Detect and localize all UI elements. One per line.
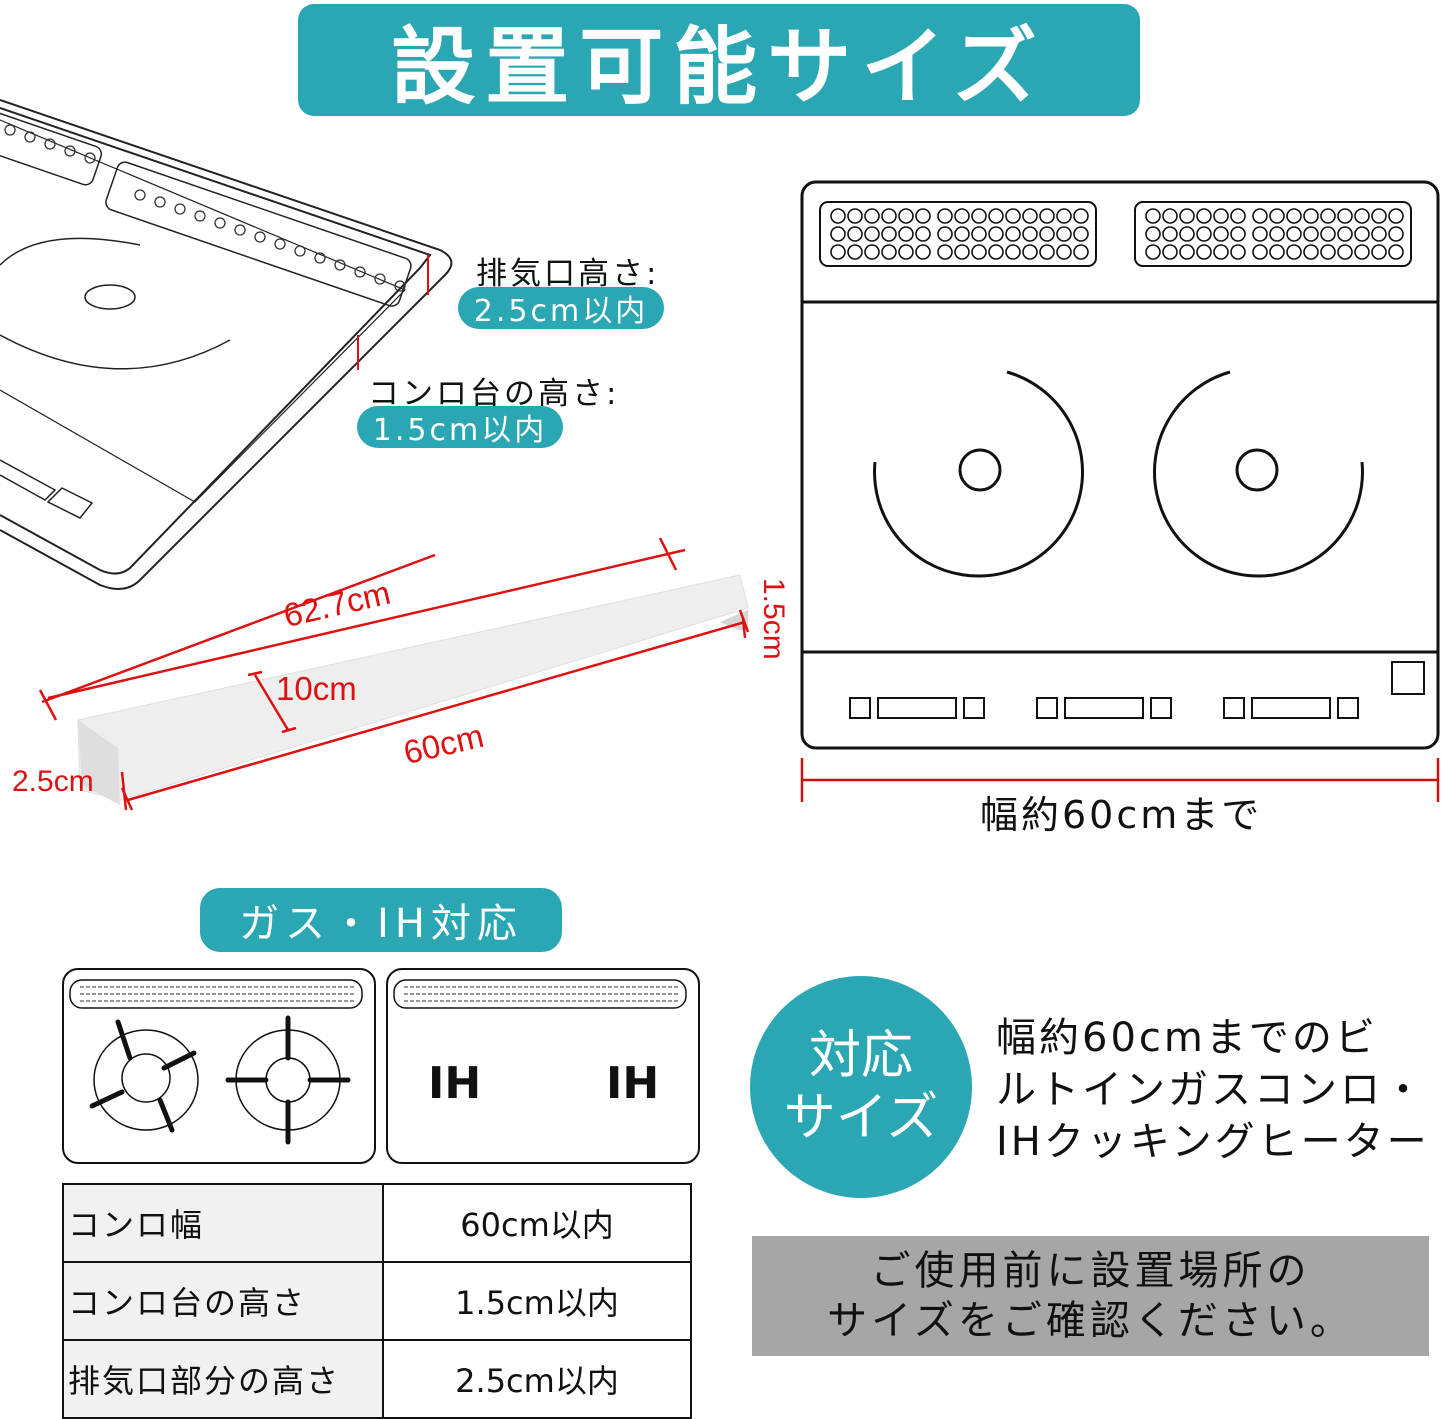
ih-stove-topview-icon xyxy=(800,180,1440,802)
ih-label-right: IH xyxy=(606,1058,660,1109)
notice-line-2: サイズをご確認ください。 xyxy=(827,1298,1354,1344)
spec-key: コンロ台の高さ xyxy=(62,1261,384,1341)
spec-value: 2.5cm以内 xyxy=(382,1339,692,1419)
compat-line-3: IHクッキングヒーター xyxy=(996,1119,1430,1165)
ih-label-left: IH xyxy=(428,1058,482,1109)
spec-key: 排気口部分の高さ xyxy=(62,1339,384,1419)
back-height-dimension: 1.5cm xyxy=(757,578,790,660)
stand-height-badge: 1.5cm以内 xyxy=(357,406,563,448)
spec-table: コンロ幅 60cm以内 コンロ台の高さ 1.5cm以内 排気口部分の高さ 2.5… xyxy=(62,1183,692,1419)
notice-line-1: ご使用前に設置場所の xyxy=(870,1248,1311,1294)
size-badge: 対応 サイズ xyxy=(750,976,972,1198)
table-row: コンロ幅 60cm以内 xyxy=(62,1183,692,1263)
exhaust-height-label: 排気口高さ: xyxy=(476,256,660,292)
spec-value: 60cm以内 xyxy=(382,1183,692,1263)
spec-value: 1.5cm以内 xyxy=(382,1261,692,1341)
ih-stove-perspective-icon xyxy=(0,99,453,590)
compat-line-1: 幅約60cmまでのビ xyxy=(996,1015,1378,1061)
vent-icon xyxy=(393,979,687,1009)
compat-line-2: ルトインガスコンロ・ xyxy=(996,1067,1426,1113)
compat-description: 幅約60cmまでのビ ルトインガスコンロ・ IHクッキングヒーター xyxy=(996,1012,1430,1168)
gas-stove-panel xyxy=(62,968,376,1164)
ih-stove-panel: IH IH xyxy=(386,968,700,1164)
size-badge-line2: サイズ xyxy=(783,1088,939,1148)
shelf-product-icon xyxy=(38,537,750,811)
front-height-dimension: 2.5cm xyxy=(12,765,94,798)
width-label: 幅約60cmまで xyxy=(980,793,1263,837)
table-row: 排気口部分の高さ 2.5cm以内 xyxy=(62,1339,692,1419)
spec-key: コンロ幅 xyxy=(62,1183,384,1263)
page-title: 設置可能サイズ xyxy=(298,4,1140,116)
table-row: コンロ台の高さ 1.5cm以内 xyxy=(62,1261,692,1341)
gas-stove-icon xyxy=(69,979,363,1145)
gas-ih-banner: ガス・IH対応 xyxy=(200,888,562,952)
notice-box: ご使用前に設置場所の サイズをご確認ください。 xyxy=(752,1236,1429,1356)
size-badge-line1: 対応 xyxy=(808,1026,913,1086)
exhaust-height-badge: 2.5cm以内 xyxy=(458,287,664,329)
depth-dimension: 10cm xyxy=(276,670,357,707)
